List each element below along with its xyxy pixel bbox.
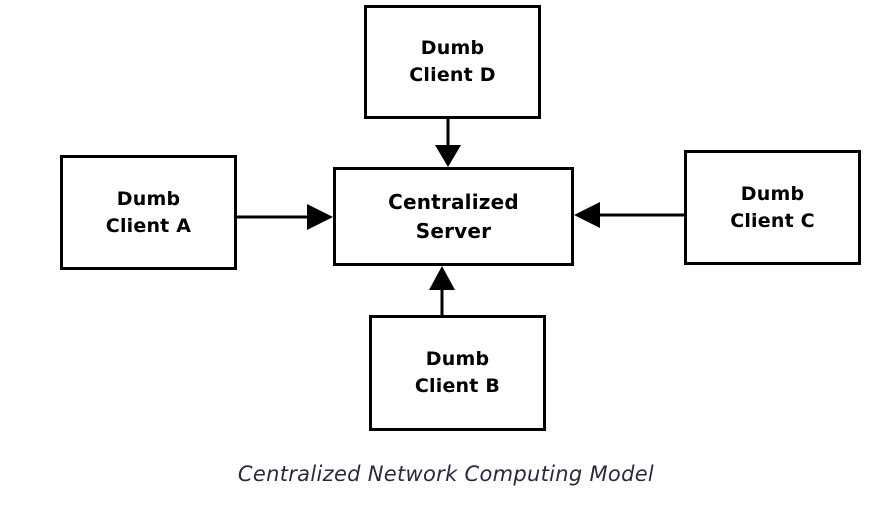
node-client-b[interactable]: Dumb Client B bbox=[369, 315, 546, 431]
node-server-label-line1: Centralized bbox=[388, 189, 519, 214]
node-client-d-label-line1: Dumb bbox=[420, 37, 485, 59]
node-client-a-label-line1: Dumb bbox=[116, 187, 181, 210]
diagram-caption: Centralized Network Computing Model bbox=[237, 462, 655, 486]
node-client-a[interactable]: Dumb Client A bbox=[60, 155, 237, 270]
node-client-d-label-line2: Client D bbox=[409, 64, 496, 86]
edge-client-c-to-server bbox=[574, 202, 684, 228]
edge-client-d-to-server bbox=[435, 119, 461, 167]
node-client-d[interactable]: Dumb Client D bbox=[364, 5, 541, 119]
node-client-a-label-line2: Client A bbox=[105, 214, 192, 237]
node-client-c-label-line2: Client C bbox=[730, 209, 815, 232]
edge-client-b-to-server bbox=[429, 266, 455, 315]
node-centralized-server[interactable]: Centralized Server bbox=[333, 167, 574, 266]
node-client-c-label-line1: Dumb bbox=[740, 182, 805, 205]
node-client-c[interactable]: Dumb Client C bbox=[684, 150, 861, 265]
node-server-label-line2: Server bbox=[415, 218, 492, 243]
edge-client-a-to-server bbox=[237, 204, 333, 230]
node-client-b-label-line2: Client B bbox=[414, 375, 501, 397]
node-client-b-label-line1: Dumb bbox=[425, 348, 490, 370]
